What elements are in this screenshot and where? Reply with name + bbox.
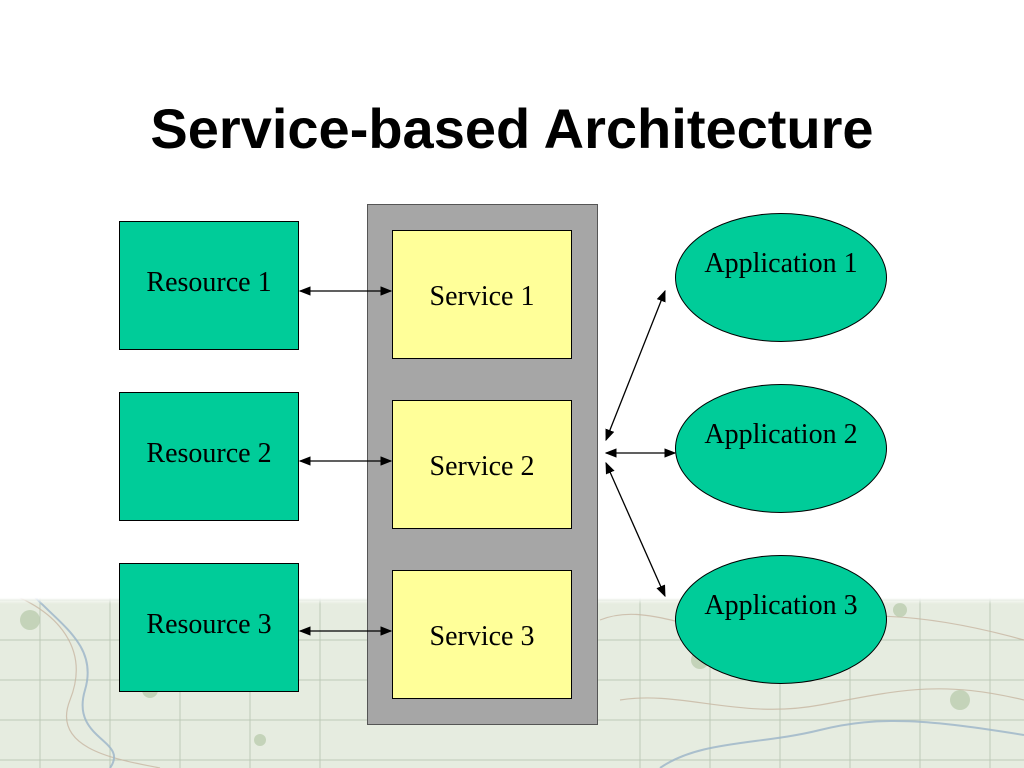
- service-3-box: Service 3: [392, 570, 572, 699]
- service-3-label: Service 3: [429, 620, 535, 652]
- resource-1-box: Resource 1: [119, 221, 299, 350]
- application-1-label: Application 1: [704, 247, 858, 279]
- application-1-ellipse: Application 1: [675, 213, 887, 342]
- application-3-ellipse: Application 3: [675, 555, 887, 684]
- service-2-label: Service 2: [429, 450, 535, 482]
- application-2-ellipse: Application 2: [675, 384, 887, 513]
- resource-1-label: Resource 1: [146, 266, 272, 298]
- service-1-box: Service 1: [392, 230, 572, 359]
- application-2-label: Application 2: [704, 418, 858, 450]
- service-2-box: Service 2: [392, 400, 572, 529]
- slide-title: Service-based Architecture: [150, 97, 874, 160]
- resource-3-box: Resource 3: [119, 563, 299, 692]
- resource-2-label: Resource 2: [146, 437, 272, 469]
- resource-3-label: Resource 3: [146, 608, 272, 640]
- service-1-label: Service 1: [429, 280, 535, 312]
- resource-2-box: Resource 2: [119, 392, 299, 521]
- application-3-label: Application 3: [704, 589, 858, 621]
